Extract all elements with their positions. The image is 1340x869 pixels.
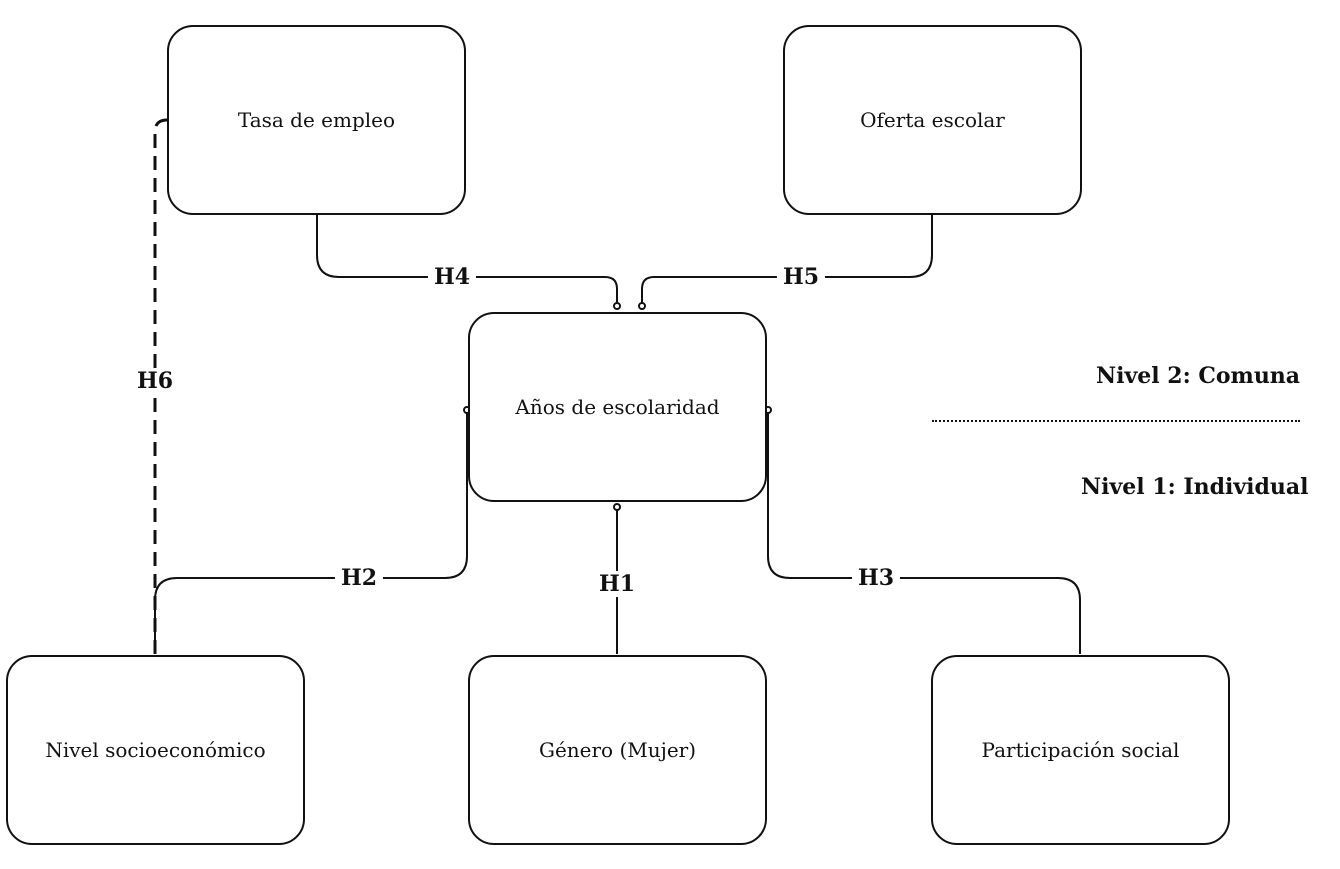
hypothesis-label-h4: H4: [427, 264, 477, 290]
node-genero-label: Género (Mujer): [538, 738, 697, 762]
node-participacion-social-label: Participación social: [981, 738, 1180, 762]
node-nivel-socioeconomico-label: Nivel socioeconómico: [45, 738, 266, 762]
node-oferta-escolar-label: Oferta escolar: [860, 108, 1005, 132]
hypothesis-label-h5: H5: [776, 264, 826, 290]
h6-connector: [153, 118, 168, 654]
node-tasa-de-empleo-label: Tasa de empleo: [237, 108, 396, 132]
hypothesis-label-h1: H1: [592, 571, 642, 597]
hypothesis-label-h6: H6: [130, 368, 180, 394]
node-anos-de-escolaridad: Años de escolaridad: [468, 312, 767, 502]
node-tasa-de-empleo: Tasa de empleo: [167, 25, 466, 215]
h2-connector: [154, 413, 468, 654]
h1-endpoint: [613, 503, 621, 511]
node-genero: Género (Mujer): [468, 655, 767, 845]
level-1-label: Nivel 1: Individual: [1081, 474, 1309, 500]
level-divider: [932, 420, 1300, 422]
h3-connector: [767, 413, 1081, 654]
node-nivel-socioeconomico: Nivel socioeconómico: [6, 655, 305, 845]
hypothesis-label-h2: H2: [334, 565, 384, 591]
node-participacion-social: Participación social: [931, 655, 1230, 845]
h5-endpoint: [638, 302, 646, 310]
hypothesis-label-h3: H3: [851, 565, 901, 591]
node-oferta-escolar: Oferta escolar: [783, 25, 1082, 215]
level-2-label: Nivel 2: Comuna: [1096, 363, 1301, 389]
node-anos-de-escolaridad-label: Años de escolaridad: [515, 395, 720, 419]
h4-endpoint: [613, 302, 621, 310]
